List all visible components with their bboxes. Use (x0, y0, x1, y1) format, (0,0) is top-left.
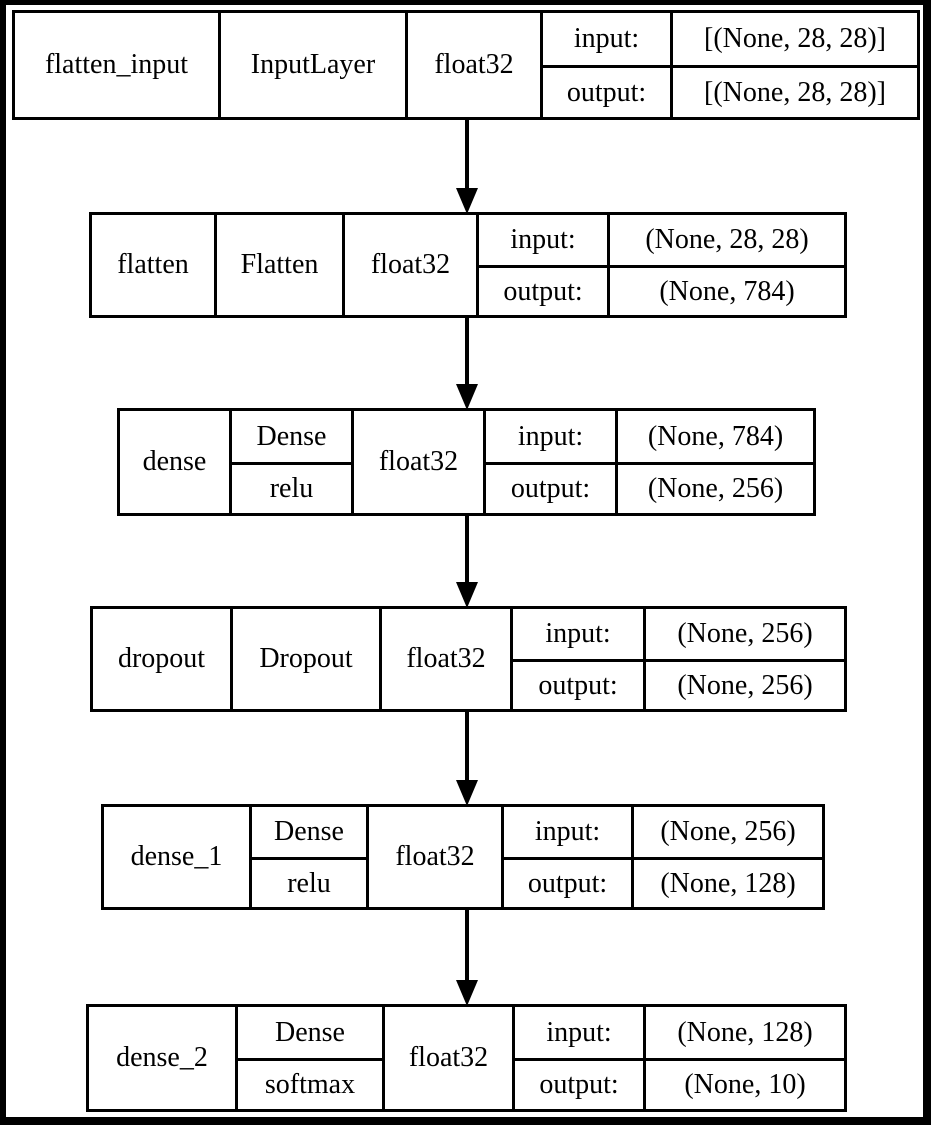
output-shape-cell: (None, 256) (615, 462, 813, 513)
edge-arrow (456, 318, 478, 410)
arrowhead-icon (456, 980, 478, 1006)
layer-name-cell: dense_2 (116, 1042, 208, 1073)
arrow-shaft (465, 516, 469, 583)
arrowhead-icon (456, 384, 478, 410)
output-label-cell: output: (512, 1058, 643, 1109)
layer-node-dense: dense Dense relu float32 input: (None, 7… (117, 408, 816, 516)
edge-arrow (456, 516, 478, 608)
output-shape-cell: (None, 128) (631, 857, 822, 907)
output-label-cell: output: (476, 265, 607, 315)
input-shape-cell: (None, 256) (643, 609, 844, 659)
layer-node-dense-1: dense_1 Dense relu float32 input: (None,… (101, 804, 825, 910)
layer-activation-cell: relu (249, 857, 366, 907)
arrow-shaft (465, 120, 469, 189)
input-shape-cell: (None, 28, 28) (607, 215, 844, 265)
layer-dtype-cell: float32 (379, 609, 510, 709)
output-shape-cell: (None, 10) (643, 1058, 844, 1109)
layer-activation-cell: softmax (235, 1058, 382, 1109)
arrow-shaft (465, 318, 469, 385)
arrowhead-icon (456, 188, 478, 214)
input-label-cell: input: (501, 807, 631, 857)
input-label-cell: input: (540, 13, 670, 65)
arrow-shaft (465, 910, 469, 981)
output-label-cell: output: (501, 857, 631, 907)
input-shape-cell: (None, 256) (631, 807, 822, 857)
layer-name-cell: dense_1 (130, 841, 223, 872)
arrowhead-icon (456, 780, 478, 806)
output-label-cell: output: (483, 462, 615, 513)
input-shape-cell: [(None, 28, 28)] (670, 13, 917, 65)
arrowhead-icon (456, 582, 478, 608)
output-shape-cell: (None, 784) (607, 265, 844, 315)
edge-arrow (456, 712, 478, 806)
layer-name-cell: dropout (117, 643, 206, 674)
output-label-cell: output: (510, 659, 643, 709)
input-label-cell: input: (483, 411, 615, 462)
input-label-cell: input: (512, 1007, 643, 1058)
layer-node-flatten-input: flatten_input InputLayer float32 input: … (12, 10, 920, 120)
layer-node-dropout: dropout Dropout float32 input: (None, 25… (90, 606, 847, 712)
layer-name-cell: dense (142, 446, 207, 477)
arrow-shaft (465, 712, 469, 781)
input-label-cell: input: (510, 609, 643, 659)
output-label-cell: output: (540, 65, 670, 117)
layer-type-cell: Dropout (230, 609, 379, 709)
layer-type-cell: Dense (249, 807, 366, 857)
edge-arrow (456, 120, 478, 214)
layer-node-flatten: flatten Flatten float32 input: (None, 28… (89, 212, 847, 318)
layer-dtype-cell: float32 (342, 215, 476, 315)
layer-type-cell: Flatten (214, 215, 342, 315)
layer-name-cell: flatten_input (44, 49, 189, 80)
layer-activation-cell: relu (229, 462, 351, 513)
input-shape-cell: (None, 784) (615, 411, 813, 462)
input-label-cell: input: (476, 215, 607, 265)
output-shape-cell: (None, 256) (643, 659, 844, 709)
layer-dtype-cell: float32 (366, 807, 501, 907)
layer-dtype-cell: float32 (405, 13, 540, 117)
layer-type-cell: Dense (229, 411, 351, 462)
output-shape-cell: [(None, 28, 28)] (670, 65, 917, 117)
edge-arrow (456, 910, 478, 1006)
layer-dtype-cell: float32 (382, 1007, 512, 1109)
layer-node-dense-2: dense_2 Dense softmax float32 input: (No… (86, 1004, 847, 1112)
layer-type-cell: Dense (235, 1007, 382, 1058)
layer-name-cell: flatten (117, 249, 189, 280)
layer-type-cell: InputLayer (218, 13, 405, 117)
input-shape-cell: (None, 128) (643, 1007, 844, 1058)
layer-dtype-cell: float32 (351, 411, 483, 513)
